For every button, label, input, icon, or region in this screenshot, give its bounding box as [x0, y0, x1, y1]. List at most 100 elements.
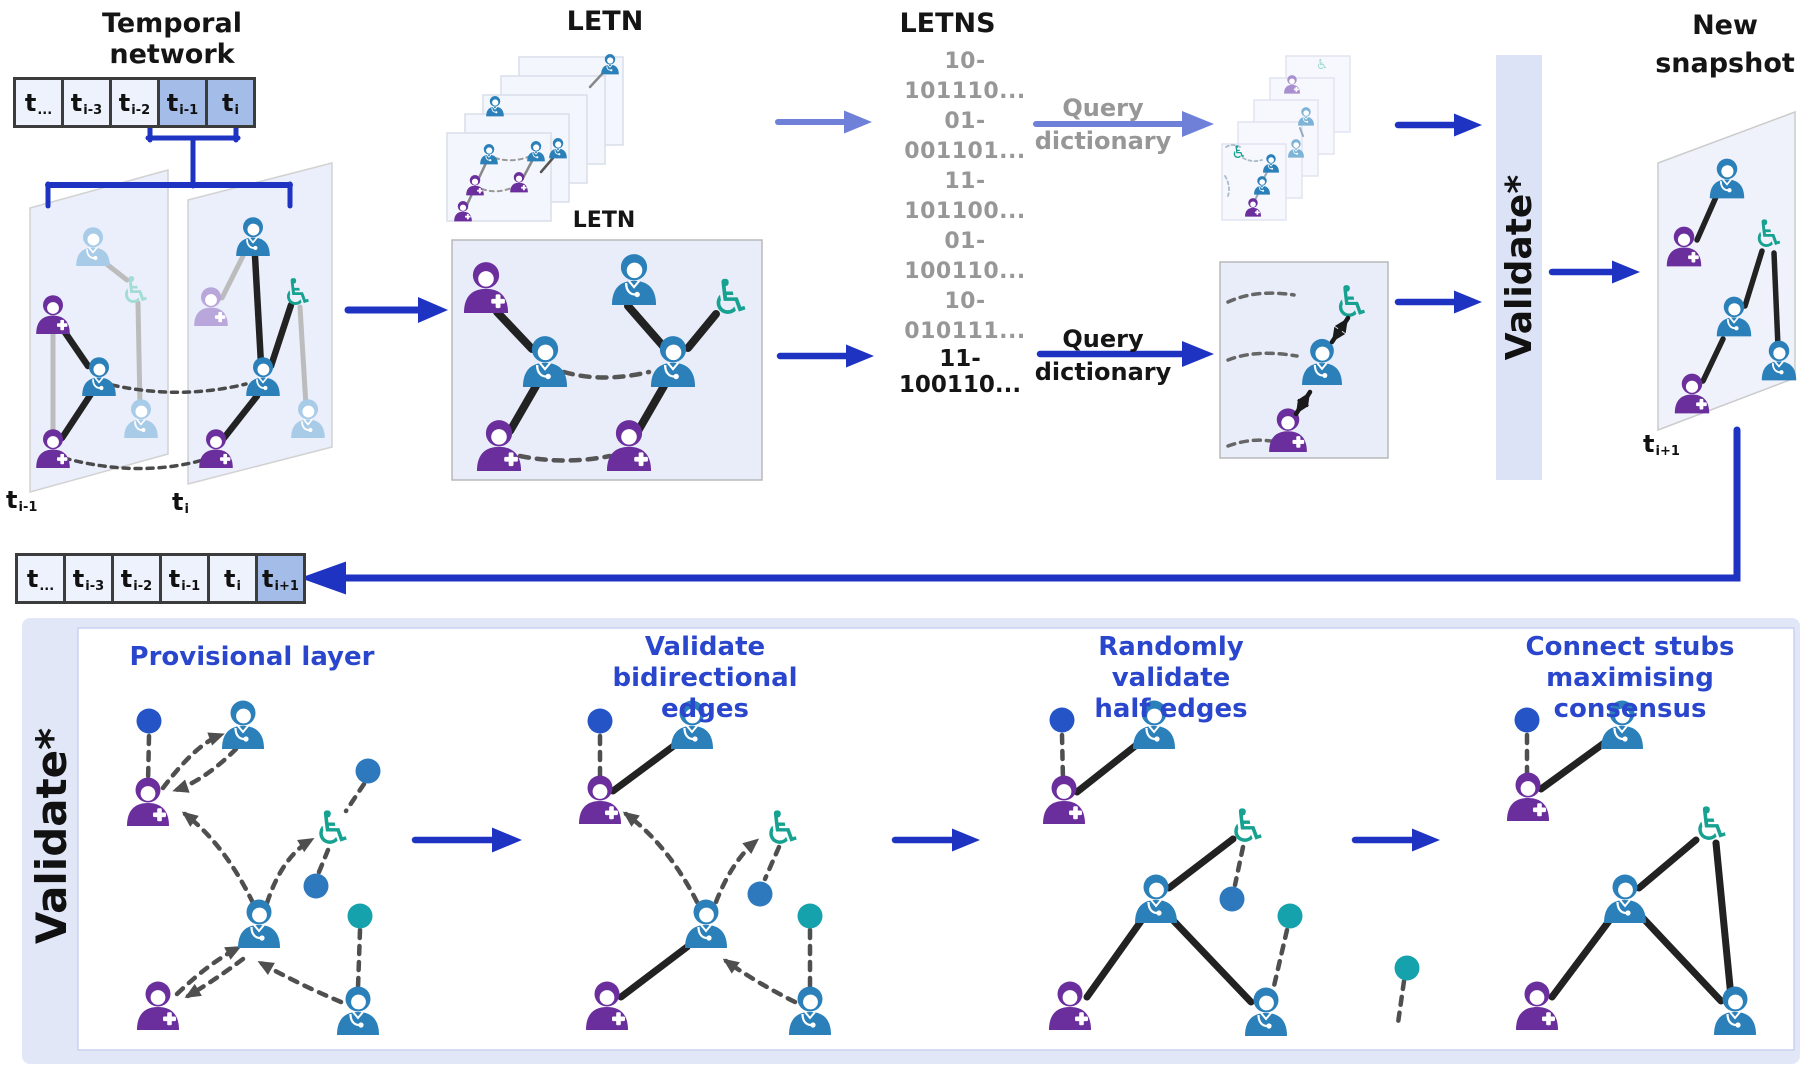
wheelchair-icon — [1691, 797, 1733, 851]
wheelchair-icon — [312, 801, 354, 855]
flow-arrowhead — [492, 827, 522, 853]
edge — [1224, 175, 1230, 197]
edge — [1232, 844, 1246, 888]
wheelchair-icon — [1231, 143, 1247, 164]
new-snapshot-title-line1: New — [1692, 10, 1758, 41]
letns-string: 11-101100... — [904, 169, 1026, 224]
node-dot — [355, 758, 381, 784]
flow-arrowhead — [1412, 828, 1440, 852]
edge — [1166, 913, 1255, 1006]
flow-arrowhead — [300, 561, 346, 595]
edge — [297, 304, 309, 409]
wheelchair-icon — [1332, 277, 1372, 329]
wheelchair-icon — [281, 270, 315, 314]
edge — [1226, 291, 1296, 304]
edge — [1083, 913, 1148, 1001]
edge — [521, 159, 534, 180]
flow-arrowhead — [846, 344, 874, 368]
node-dot — [1394, 955, 1420, 981]
arrowhead — [742, 838, 760, 855]
node-dot — [303, 873, 329, 899]
flow-arrowhead — [1182, 111, 1214, 137]
edge — [1226, 438, 1273, 448]
node-dot — [1277, 903, 1303, 929]
flow-arrowhead — [1297, 392, 1310, 408]
edge — [539, 156, 555, 174]
edge — [634, 382, 668, 435]
arrowhead — [257, 961, 275, 976]
query-dictionary-mid-line2: dictionary — [1034, 358, 1172, 386]
node-dot — [136, 708, 162, 734]
edge — [1712, 839, 1735, 1001]
flow-arrowhead — [1612, 260, 1640, 284]
flow-arrowhead — [1182, 341, 1214, 367]
edge — [343, 781, 367, 814]
letns-string: 10-010111... — [904, 289, 1026, 344]
validate-bar — [1496, 55, 1542, 480]
edge — [58, 324, 92, 370]
edge — [110, 382, 248, 394]
arrowhead — [184, 983, 202, 999]
letn-string-single: 11-100110... — [898, 346, 1022, 398]
edge — [1073, 739, 1143, 796]
timeline-cell: t... — [15, 553, 66, 604]
edge — [588, 72, 604, 89]
arrowhead — [224, 946, 242, 960]
node-dot — [747, 881, 773, 907]
letn-panel-label: LETN — [572, 208, 636, 233]
letns-string: 01-001101... — [904, 109, 1026, 164]
edge — [1299, 127, 1304, 137]
edge — [624, 302, 667, 350]
edge — [506, 382, 540, 435]
arrowhead — [622, 811, 640, 827]
flow-arrowhead — [1454, 113, 1482, 137]
edge — [1771, 250, 1781, 350]
edge — [1694, 194, 1719, 243]
node-dot — [797, 903, 823, 929]
temporal-network-title: Temporal network — [102, 8, 242, 70]
wheelchair-icon — [1227, 799, 1269, 853]
arrowhead — [722, 958, 740, 974]
wheelchair-icon — [1752, 212, 1786, 257]
validate-bar-label-top: Validate* — [1499, 174, 1540, 361]
edge — [145, 733, 152, 786]
edge — [62, 456, 205, 471]
arrowhead — [172, 779, 190, 793]
edge — [493, 308, 536, 353]
edge — [617, 943, 691, 1001]
edge — [1226, 351, 1299, 362]
edge — [481, 187, 512, 193]
timeline-cell: t... — [13, 77, 64, 128]
flow-arrowhead — [1332, 326, 1346, 342]
letn-stack-title: LETN — [566, 6, 644, 37]
wheelchair-icon — [709, 269, 753, 326]
edge — [1059, 732, 1066, 784]
flow-arrowhead — [1454, 290, 1482, 314]
letns-string-list: 10-101110... 01-001101... 11-101100... 0… — [885, 47, 1045, 347]
node-dot — [347, 903, 373, 929]
arrowhead — [297, 837, 315, 853]
wheelchair-icon — [1315, 56, 1329, 73]
flow-arrow — [328, 426, 1741, 582]
arrowhead — [181, 811, 199, 827]
edge — [1395, 978, 1407, 1026]
letns-title: LETNS — [899, 8, 996, 39]
flow-arrowhead — [418, 297, 448, 323]
edge — [1700, 336, 1726, 384]
